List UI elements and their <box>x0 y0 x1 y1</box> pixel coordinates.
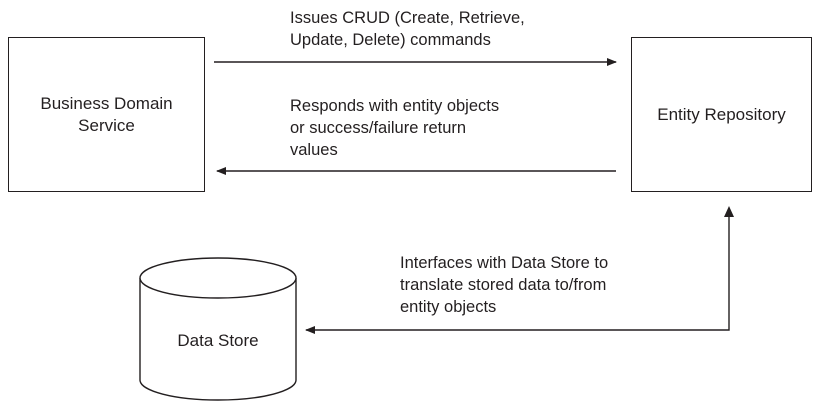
entity-repository-node: Entity Repository <box>631 37 812 192</box>
crud-commands-label: Issues CRUD (Create, Retrieve, Update, D… <box>290 9 525 49</box>
data-store-interface-connector <box>305 216 730 334</box>
data-store-label: Data Store <box>177 331 259 350</box>
business-domain-service-label: Business Domain Service <box>40 93 173 135</box>
entity-repository-label: Entity Repository <box>657 104 786 124</box>
responses-label: Responds with entity objects or success/… <box>290 97 500 159</box>
business-domain-service-node: Business Domain Service <box>8 37 205 192</box>
data-store-interface-label: Interfaces with Data Store to translate … <box>400 254 609 316</box>
data-store-cylinder <box>139 257 297 401</box>
repository-arrowhead <box>724 206 734 217</box>
